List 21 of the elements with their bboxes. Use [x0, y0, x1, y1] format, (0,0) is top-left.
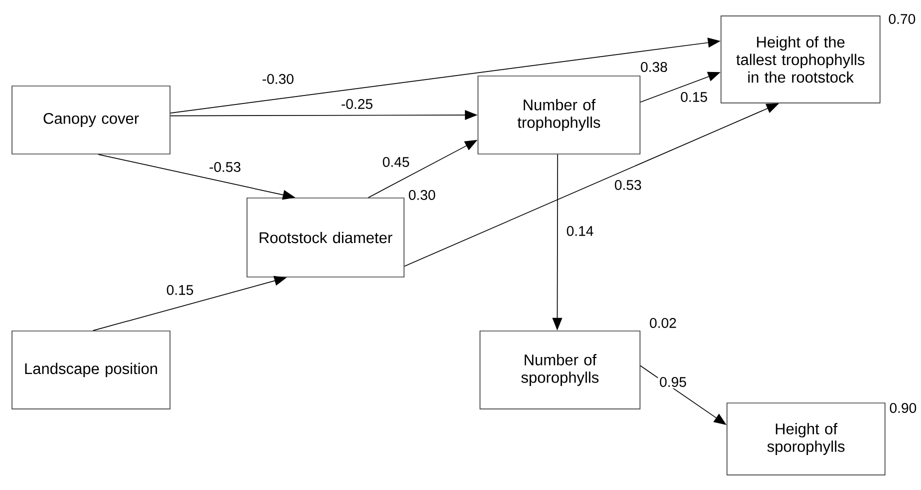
- edge-label: 0.15: [166, 285, 194, 295]
- edge-label: -0.53: [210, 162, 240, 172]
- edge-label: -0.30: [262, 74, 294, 84]
- edge-label: 0.15: [680, 92, 708, 102]
- variable-box: Number of trophophylls: [478, 76, 640, 154]
- variable-box: Rootstock diameter: [246, 198, 404, 278]
- edge-label: 0.53: [614, 180, 642, 190]
- variable-box: Height of the tallest trophophylls in the rootstock: [720, 16, 880, 104]
- edge-label: 0.95: [660, 377, 686, 387]
- edge-label: 0.14: [566, 226, 594, 236]
- coefficient-label: 0.02: [650, 318, 676, 328]
- coefficient-label: 0.30: [408, 190, 436, 200]
- variable-box: Number of sporophylls: [480, 330, 640, 410]
- variable-box: Landscape position: [12, 330, 170, 410]
- coefficient-label: 0.70: [888, 14, 916, 24]
- variable-box: Canopy cover: [12, 86, 170, 154]
- edge-label: -0.25: [342, 99, 372, 109]
- variable-box: Height of sporophylls: [726, 402, 886, 476]
- coefficient-label: 0.38: [640, 62, 668, 72]
- edge-label: 0.45: [382, 157, 410, 167]
- coefficient-label: 0.90: [890, 403, 916, 413]
